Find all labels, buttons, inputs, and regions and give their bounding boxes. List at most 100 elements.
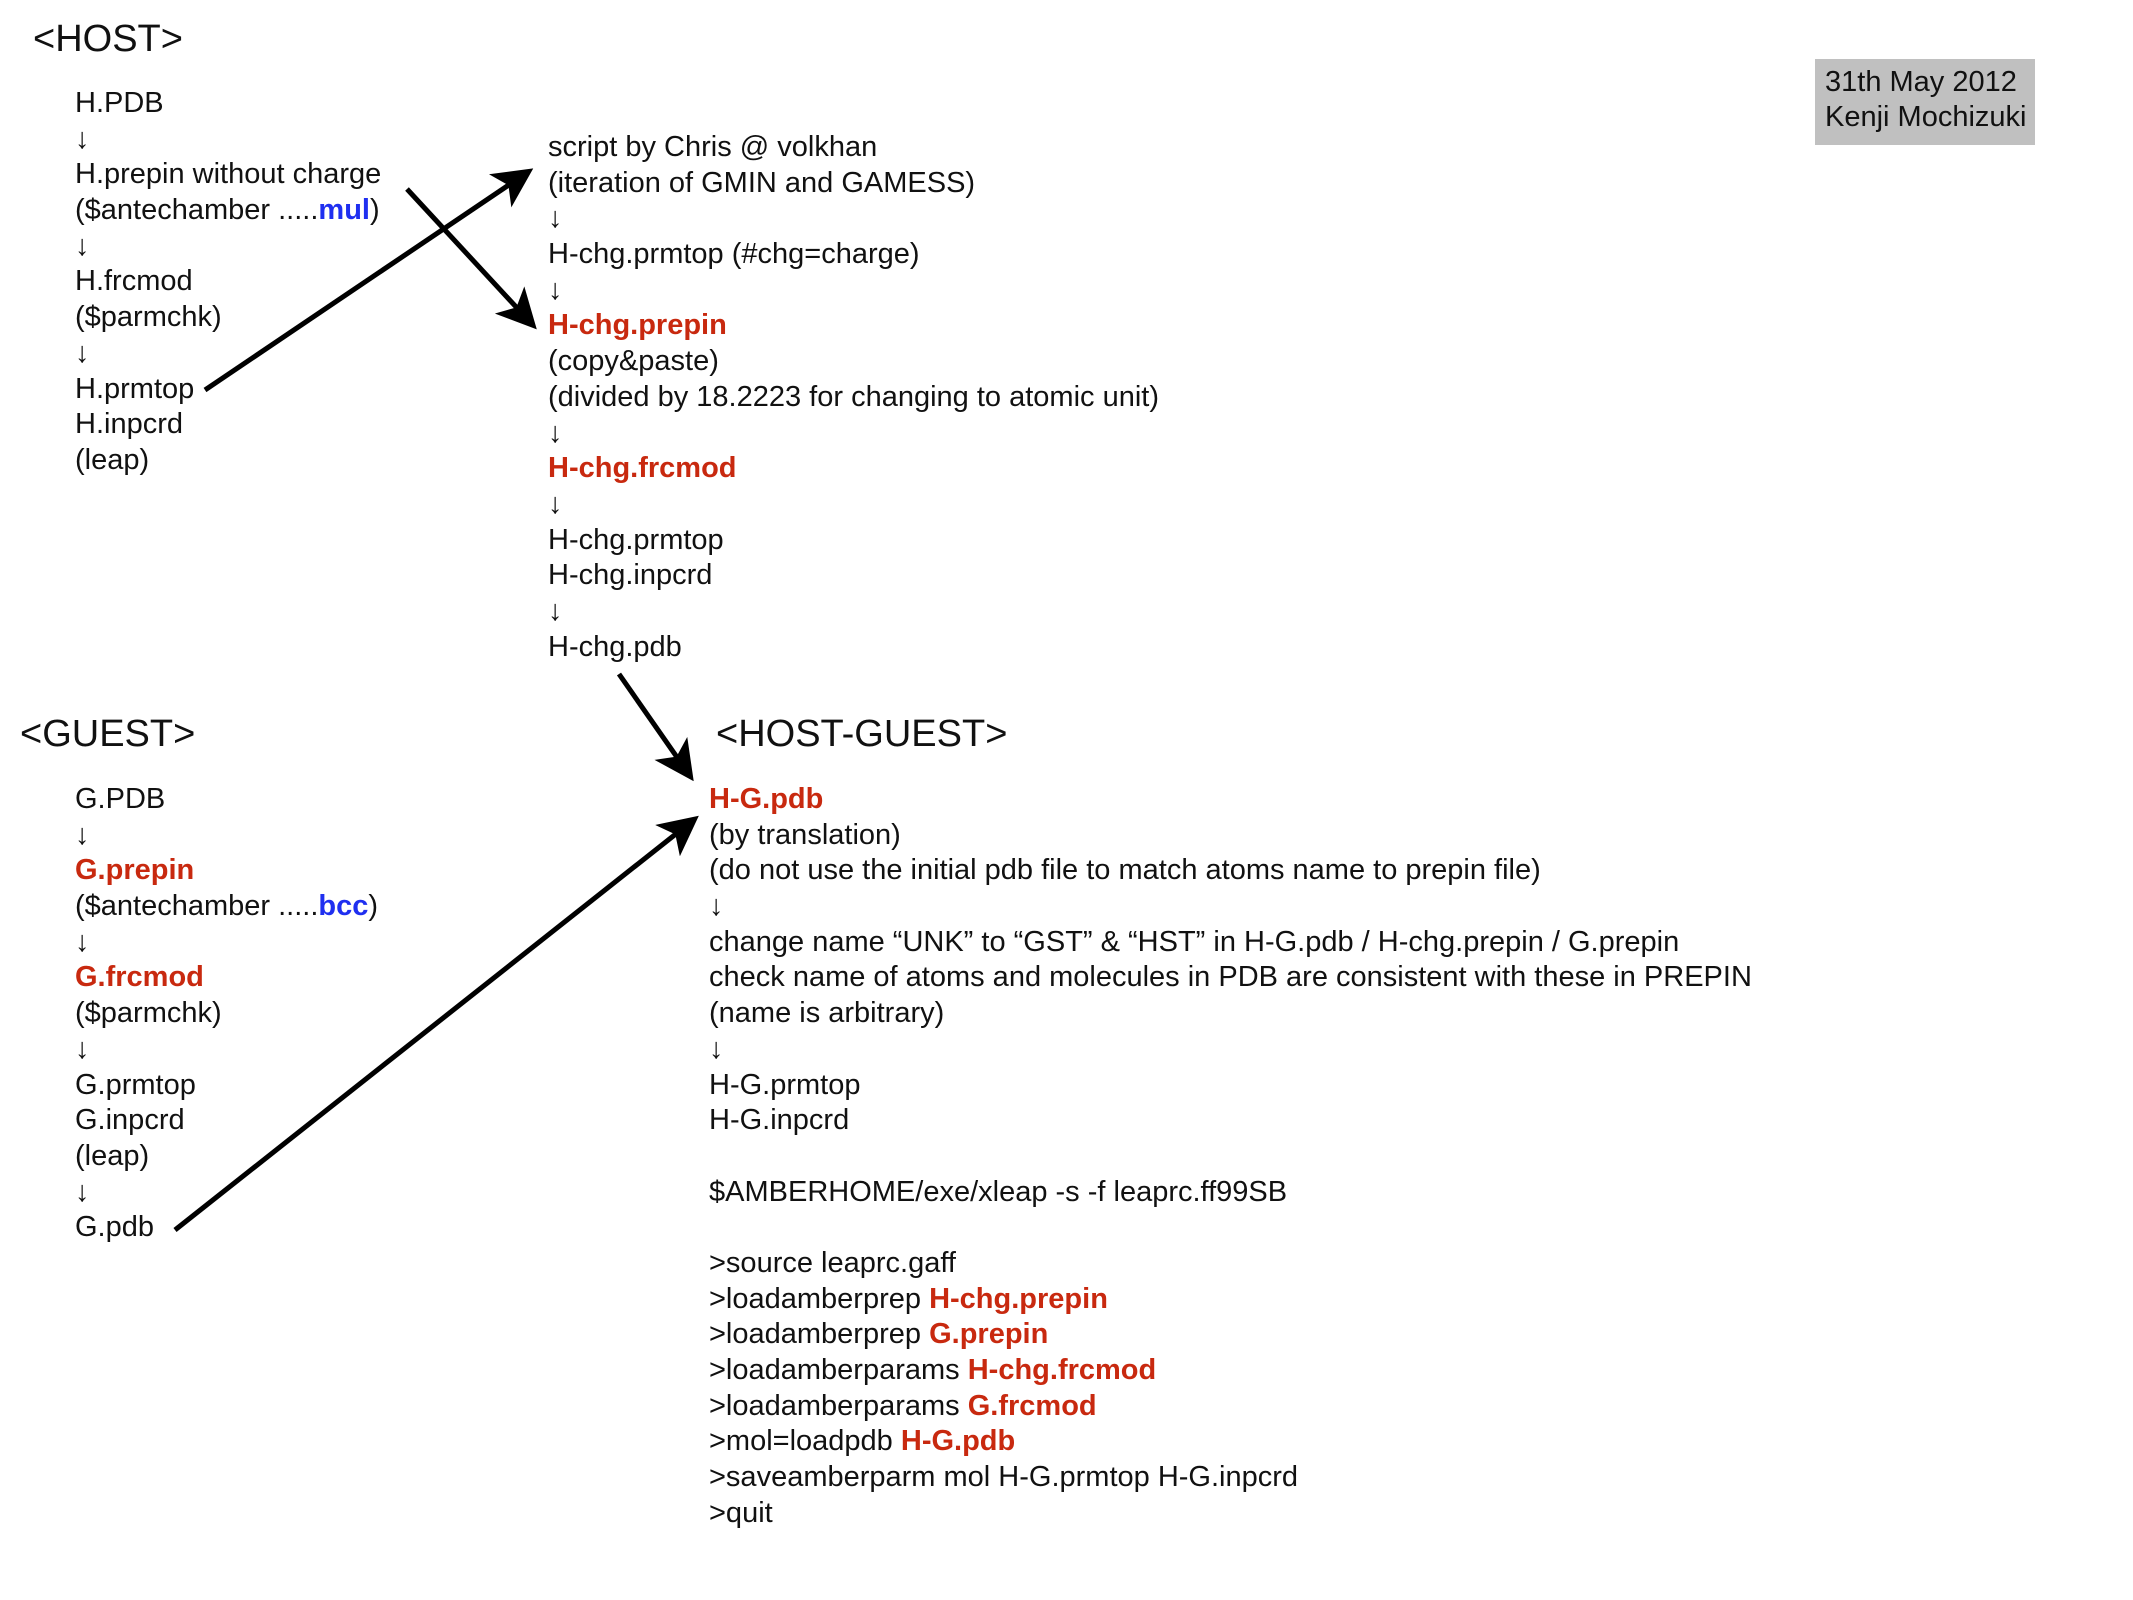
step-text: >mol=loadpdb: [709, 1425, 901, 1458]
step-text: G.pdb: [75, 1211, 154, 1244]
down-arrow-icon: ↓: [548, 202, 563, 235]
step-text: (do not use the initial pdb file to matc…: [709, 854, 1541, 887]
step-text: ($parmchk): [75, 301, 222, 334]
step-text: ($antechamber .....: [75, 194, 319, 227]
step-line: G.frcmod: [75, 960, 378, 996]
step-line: ↓: [709, 1032, 1752, 1068]
arrow-g-pdb-to-hg-pdb: [173, 815, 699, 1232]
step-line: >loadamberparams G.frcmod: [709, 1389, 1752, 1425]
step-line: (do not use the initial pdb file to matc…: [709, 853, 1752, 889]
step-text: $AMBERHOME/exe/xleap -s -f leaprc.ff99SB: [709, 1175, 1288, 1208]
step-text: >saveamberparm mol H-G.prmtop H-G.inpcrd: [709, 1461, 1299, 1494]
step-line: (leap): [75, 1139, 378, 1175]
step-text: script by Chris @ volkhan: [548, 131, 878, 163]
host-guest-steps: H-G.pdb(by translation)(do not use the i…: [709, 782, 1752, 1531]
down-arrow-icon: ↓: [75, 336, 90, 369]
step-text: >loadamberparams: [709, 1354, 968, 1386]
down-arrow-icon: ↓: [548, 416, 563, 449]
down-arrow-icon: ↓: [709, 1032, 724, 1065]
step-line: G.inpcrd: [75, 1103, 378, 1139]
step-text: H.prmtop: [75, 372, 195, 405]
step-text: H-G.prmtop: [709, 1068, 861, 1101]
host-section-title: <HOST>: [33, 18, 183, 60]
stamp-author: Kenji Mochizuki: [1825, 101, 2027, 133]
highlighted-filename: bcc: [318, 890, 369, 923]
step-line: (leap): [75, 443, 381, 479]
highlighted-filename: mul: [318, 194, 370, 227]
highlighted-filename: H-chg.frcmod: [967, 1354, 1157, 1386]
step-text: check name of atoms and molecules in PDB…: [709, 961, 1752, 994]
step-text: ($antechamber .....: [75, 890, 319, 923]
step-text: H-chg.prmtop: [548, 523, 724, 556]
down-arrow-icon: ↓: [75, 1032, 90, 1065]
step-text: >quit: [709, 1496, 773, 1529]
stamp-date: 31th May 2012: [1825, 66, 2017, 98]
step-text: (name is arbitrary): [709, 997, 945, 1030]
step-text: G.prmtop: [75, 1068, 196, 1101]
step-line: H-chg.prmtop: [548, 523, 1159, 559]
step-line: $AMBERHOME/exe/xleap -s -f leaprc.ff99SB: [709, 1175, 1752, 1211]
step-text: (by translation): [709, 818, 901, 851]
step-line: check name of atoms and molecules in PDB…: [709, 960, 1752, 996]
step-text: G.PDB: [75, 783, 166, 815]
step-line: (iteration of GMIN and GAMESS): [548, 166, 1159, 202]
step-line: (copy&paste): [548, 344, 1159, 380]
step-line: ↓: [75, 229, 381, 265]
step-line: >mol=loadpdb H-G.pdb: [709, 1424, 1752, 1460]
step-line: H.prmtop: [75, 372, 381, 408]
host-guest-section-title: <HOST-GUEST>: [716, 713, 1008, 755]
step-text: H.frcmod: [75, 265, 193, 298]
step-line: >loadamberprep G.prepin: [709, 1317, 1752, 1353]
step-line: >saveamberparm mol H-G.prmtop H-G.inpcrd: [709, 1460, 1752, 1496]
step-line: G.prepin: [75, 853, 378, 889]
highlighted-filename: H-G.pdb: [900, 1425, 1016, 1458]
step-line: G.pdb: [75, 1210, 378, 1246]
arrow-prepin-to-chg-prepin: [405, 187, 537, 330]
arrow-prmtop-to-script: [203, 168, 534, 393]
step-line: ↓: [548, 201, 1159, 237]
step-text: change name “UNK” to “GST” & “HST” in H-…: [709, 925, 1680, 958]
down-arrow-icon: ↓: [75, 1175, 90, 1208]
step-line: >source leaprc.gaff: [709, 1246, 1752, 1282]
step-line: ↓: [548, 416, 1159, 452]
highlighted-filename: G.frcmod: [75, 961, 204, 994]
step-text: H-chg.inpcrd: [548, 559, 713, 592]
date-author-stamp: 31th May 2012 Kenji Mochizuki: [1815, 59, 2035, 145]
step-line: ↓: [548, 594, 1159, 630]
step-line: H-chg.prmtop (#chg=charge): [548, 237, 1159, 273]
step-line: H-chg.frcmod: [548, 451, 1159, 487]
step-text: G.inpcrd: [75, 1104, 185, 1137]
highlighted-filename: H-chg.prepin: [929, 1282, 1108, 1315]
step-text: >source leaprc.gaff: [709, 1246, 956, 1279]
step-line: ↓: [548, 273, 1159, 309]
highlighted-filename: G.prepin: [929, 1318, 1049, 1351]
step-line: >loadamberparams H-chg.frcmod: [709, 1353, 1752, 1389]
step-line: script by Chris @ volkhan: [548, 130, 1159, 166]
highlighted-filename: H-G.pdb: [709, 783, 824, 815]
step-line: ↓: [75, 1032, 378, 1068]
step-line: H-G.prmtop: [709, 1068, 1752, 1104]
step-text: H-chg.pdb: [548, 630, 682, 663]
step-line: ↓: [75, 336, 381, 372]
step-line: ↓: [75, 1175, 378, 1211]
step-line: ($parmchk): [75, 996, 378, 1032]
step-text: H.PDB: [75, 87, 164, 119]
step-text: (leap): [75, 1139, 150, 1172]
step-line: G.prmtop: [75, 1068, 378, 1104]
step-line: >quit: [709, 1496, 1752, 1532]
step-line: ($antechamber .....bcc): [75, 889, 378, 925]
step-line: ↓: [75, 122, 381, 158]
arrow-chg-pdb-to-hg-pdb: [616, 672, 694, 782]
step-line: change name “UNK” to “GST” & “HST” in H-…: [709, 925, 1752, 961]
step-text: H.prepin without charge: [75, 158, 382, 191]
down-arrow-icon: ↓: [548, 594, 563, 627]
down-arrow-icon: ↓: [75, 122, 90, 155]
down-arrow-icon: ↓: [75, 925, 90, 958]
guest-steps: G.PDB↓G.prepin($antechamber .....bcc)↓G.…: [75, 782, 378, 1246]
step-text: (divided by 18.2223 for changing to atom…: [548, 380, 1159, 413]
step-line: >loadamberprep H-chg.prepin: [709, 1282, 1752, 1318]
step-line: G.PDB: [75, 782, 378, 818]
step-line: ↓: [75, 818, 378, 854]
step-line: ($parmchk): [75, 300, 381, 336]
step-line: (divided by 18.2223 for changing to atom…: [548, 380, 1159, 416]
